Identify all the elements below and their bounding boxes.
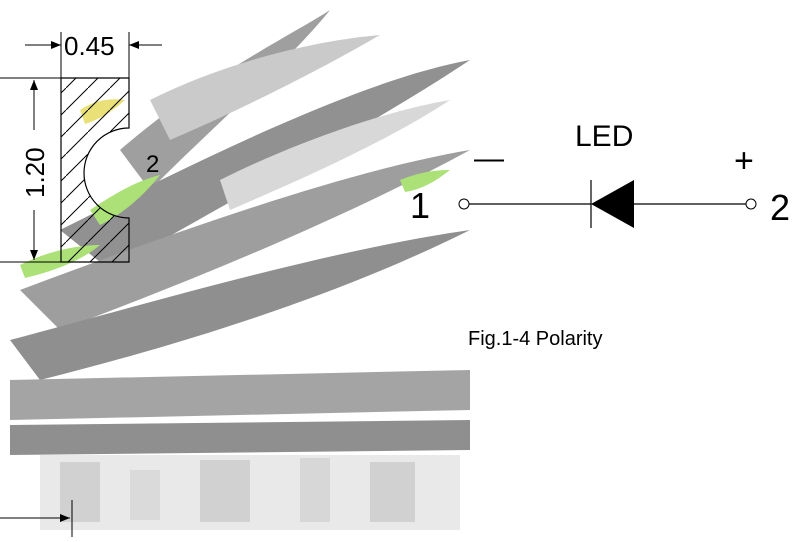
led-schematic: LED — + 1 2 xyxy=(410,120,790,228)
pin-right-label: 2 xyxy=(770,187,790,228)
pad-outline xyxy=(60,77,130,263)
plus-sign: + xyxy=(734,142,754,180)
width-dimension-label: 0.45 xyxy=(64,31,115,61)
minus-sign: — xyxy=(474,142,504,175)
terminal-left xyxy=(458,198,470,210)
bottom-dimension-fragment xyxy=(0,500,73,537)
figure-caption: Fig.1-4 Polarity xyxy=(468,328,603,350)
led-label: LED xyxy=(575,120,633,153)
terminal-right xyxy=(745,198,757,210)
pad-drawing: 0.45 1.20 2 xyxy=(0,31,162,263)
pin-left-label: 1 xyxy=(410,185,430,226)
pad-number-label: 2 xyxy=(146,151,159,178)
height-dimension-label: 1.20 xyxy=(20,147,50,198)
diode-triangle xyxy=(591,180,634,228)
